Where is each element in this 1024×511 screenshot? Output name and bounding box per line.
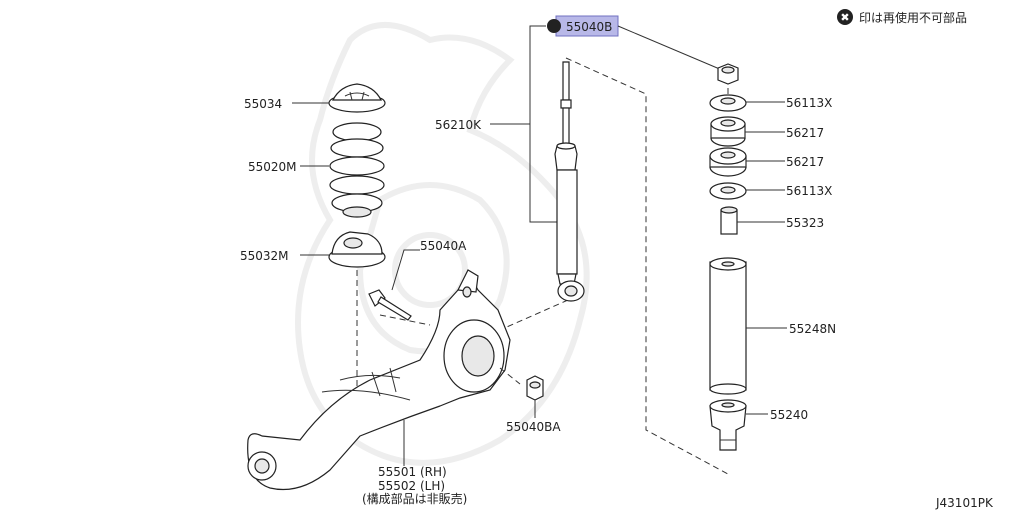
bump-stop-55240 [709,399,747,451]
nut-part [717,63,739,85]
dust-boot-55248N [709,257,747,395]
part-note-not-sold: (構成部品は非販売) [362,491,467,506]
part-label-55501[interactable]: 55501 (RH) [378,465,447,479]
part-label-56113X-bottom[interactable]: 56113X [786,184,832,198]
coil-spring-55020M [329,122,385,218]
part-label-55240[interactable]: 55240 [770,408,808,422]
washer-56113X-top [709,94,747,112]
part-label-55034[interactable]: 55034 [244,97,282,111]
legend-text: 印は再使用不可部品 [859,10,967,25]
bushing-56217-bottom [709,147,747,177]
nut-55040BA [526,375,544,401]
bolt-55040A [368,289,412,321]
part-label-55040B[interactable]: 55040B [566,20,612,34]
part-label-55040A[interactable]: 55040A [420,239,467,253]
part-label-56217-top[interactable]: 56217 [786,126,824,140]
part-label-55032M[interactable]: 55032M [240,249,289,263]
part-label-56217-bottom[interactable]: 56217 [786,155,824,169]
sleeve-55323 [720,206,738,235]
spring-seat-55032M [328,231,386,268]
diagram-code: J43101PK [935,496,994,510]
part-55040B[interactable]: 55040B [547,15,619,37]
legend: ✖ 印は再使用不可部品 [837,9,967,25]
shock-absorber-56210K [554,61,585,302]
bushing-56217-top [710,116,746,147]
non-reusable-mark-icon [547,19,561,33]
part-label-56113X-top[interactable]: 56113X [786,96,832,110]
part-label-55502[interactable]: 55502 (LH) [378,479,445,493]
part-label-55020M[interactable]: 55020M [248,160,297,174]
part-label-55323[interactable]: 55323 [786,216,824,230]
rear-lower-arm-55501 [247,269,511,491]
spring-seat-55034 [328,83,386,113]
part-label-55248N[interactable]: 55248N [789,322,836,336]
watermark-emblem [295,22,590,466]
washer-56113X-bottom [709,182,747,200]
part-label-56210K[interactable]: 56210K [435,118,482,132]
part-label-55040BA[interactable]: 55040BA [506,420,561,434]
non-reusable-icon [837,9,853,25]
non-reusable-symbol: ✖ [840,11,849,24]
